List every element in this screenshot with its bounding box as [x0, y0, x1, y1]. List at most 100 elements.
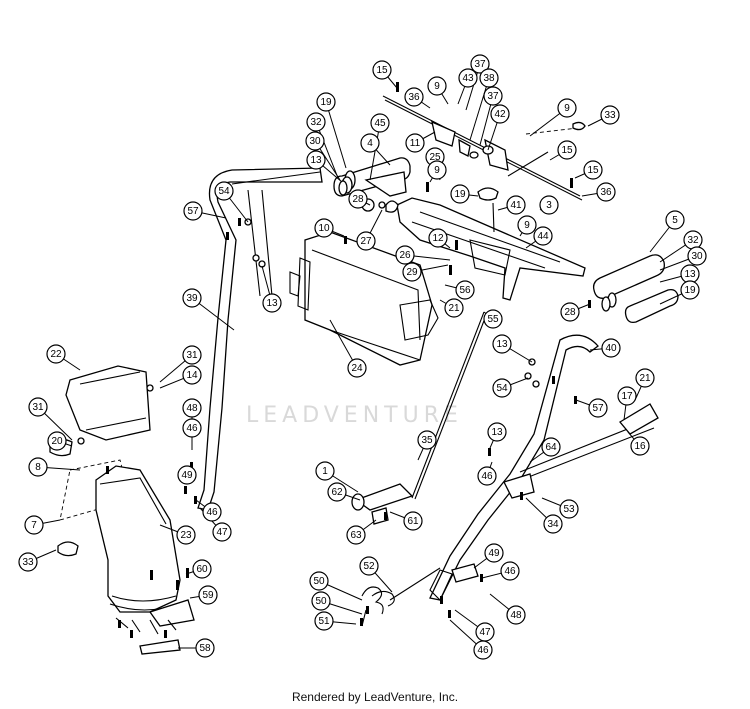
callout-number: 48	[510, 610, 522, 621]
callout-number: 47	[216, 527, 228, 538]
callout-circle	[455, 280, 475, 300]
callout-49: 49	[177, 465, 197, 485]
callout-27: 27	[356, 231, 376, 251]
callout-circle	[360, 133, 380, 153]
callout-circle	[492, 378, 512, 398]
callout-number: 53	[563, 504, 575, 515]
leader-line	[315, 121, 339, 179]
callout-circle	[182, 345, 202, 365]
callout-number: 31	[186, 350, 198, 361]
handle-grips-left	[333, 157, 411, 213]
callout-number: 9	[434, 81, 440, 92]
callout-number: 46	[477, 645, 489, 656]
callout-number: 15	[376, 65, 388, 76]
callout-48: 48	[506, 605, 526, 625]
callout-number: 20	[51, 436, 63, 447]
callout-circle	[372, 60, 392, 80]
callout-62: 62	[327, 482, 347, 502]
callout-circle	[403, 511, 423, 531]
callout-number: 47	[479, 627, 491, 638]
callout-circle	[543, 514, 563, 534]
callout-10: 10	[314, 218, 334, 238]
callout-circle	[182, 365, 202, 385]
callout-34: 34	[543, 514, 563, 534]
callout-circle	[212, 522, 232, 542]
callout-number: 19	[320, 97, 332, 108]
callout-circle	[500, 561, 520, 581]
callout-number: 60	[196, 564, 208, 575]
callout-circle	[315, 461, 335, 481]
callout-circle	[214, 181, 234, 201]
callout-number: 57	[592, 403, 604, 414]
callout-number: 37	[474, 59, 486, 70]
callout-circle	[28, 397, 48, 417]
callout-circle	[192, 559, 212, 579]
callout-number: 13	[310, 155, 322, 166]
callout-circle	[195, 638, 215, 658]
callout-31: 31	[28, 397, 48, 417]
callout-number: 46	[504, 566, 516, 577]
callout-circle	[484, 543, 504, 563]
callout-49: 49	[484, 543, 504, 563]
callout-number: 13	[266, 298, 278, 309]
callout-number: 54	[218, 186, 230, 197]
callout-number: 13	[491, 427, 503, 438]
callout-57: 57	[183, 201, 203, 221]
callout-number: 24	[351, 363, 363, 374]
callout-54: 54	[492, 378, 512, 398]
callout-43: 43	[458, 68, 478, 88]
callout-circle	[506, 195, 526, 215]
callout-9: 9	[517, 215, 537, 235]
hardware	[106, 82, 641, 638]
callout-circle	[665, 210, 685, 230]
callout-circle	[601, 338, 621, 358]
callout-1: 1	[315, 461, 335, 481]
callout-13: 13	[306, 150, 326, 170]
callout-circle	[427, 76, 447, 96]
watermark-text: LEADVENTURE	[246, 403, 463, 428]
handle-grips-right	[592, 254, 679, 324]
leader-line	[469, 77, 490, 141]
callout-19: 19	[450, 184, 470, 204]
callout-circle	[687, 246, 707, 266]
callout-circle	[177, 465, 197, 485]
callout-13: 13	[680, 264, 700, 284]
leader-line	[369, 122, 381, 181]
callout-12: 12	[428, 228, 448, 248]
callout-number: 44	[537, 231, 549, 242]
callout-number: 28	[352, 194, 364, 205]
callout-63: 63	[346, 525, 366, 545]
callout-circle	[306, 112, 326, 132]
callout-37: 37	[470, 54, 490, 74]
callout-circle	[557, 98, 577, 118]
callout-number: 30	[309, 136, 321, 147]
callout-circle	[533, 226, 553, 246]
callout-number: 49	[488, 548, 500, 559]
callout-circle	[560, 302, 580, 322]
callout-number: 28	[564, 307, 576, 318]
callout-circle	[305, 131, 325, 151]
callout-number: 21	[448, 303, 460, 314]
footer-credit: Rendered by LeadVenture, Inc.	[291, 690, 459, 704]
callout-number: 55	[487, 314, 499, 325]
callout-number: 29	[406, 267, 418, 278]
callout-53: 53	[559, 499, 579, 519]
callout-24: 24	[347, 358, 367, 378]
callout-circle	[483, 309, 503, 329]
callout-19: 19	[316, 92, 336, 112]
callout-number: 48	[186, 403, 198, 414]
callout-circle	[311, 591, 331, 611]
callout-number: 23	[180, 530, 192, 541]
callout-41: 41	[506, 195, 526, 215]
callout-number: 63	[350, 530, 362, 541]
chute-deflector	[49, 365, 154, 521]
callout-33: 33	[600, 105, 620, 125]
callout-26: 26	[395, 245, 415, 265]
callout-23: 23	[176, 525, 196, 545]
callout-number: 52	[363, 561, 375, 572]
callout-circle	[18, 552, 38, 572]
callout-59: 59	[198, 585, 218, 605]
callout-50: 50	[311, 591, 331, 611]
